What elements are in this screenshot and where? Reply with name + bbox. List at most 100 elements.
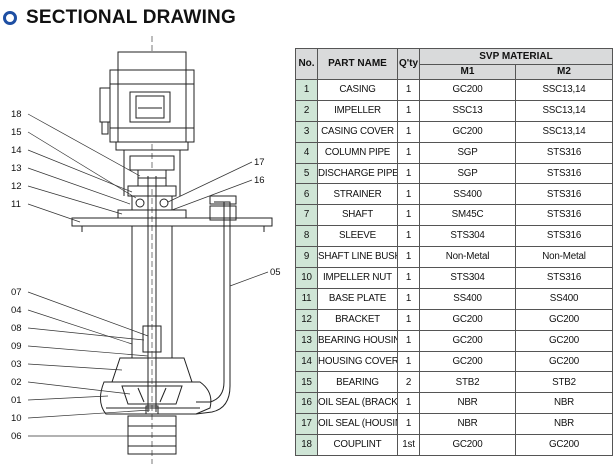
row-qty: 1 <box>397 329 420 352</box>
row-part: BEARING <box>317 371 398 394</box>
callout-06: 06 <box>11 431 22 442</box>
row-m1: NBR <box>419 392 516 415</box>
row-m2: SSC13,14 <box>515 120 613 143</box>
row-part: BASE PLATE <box>317 287 398 310</box>
row-no: 12 <box>295 308 318 331</box>
row-qty: 1 <box>397 141 420 164</box>
row-m1: SSC13 <box>419 99 516 122</box>
row-qty: 1 <box>397 308 420 331</box>
row-part: DISCHARGE PIPE <box>317 162 398 185</box>
row-m2: SS400 <box>515 287 613 310</box>
row-m2: STS316 <box>515 162 613 185</box>
row-part: SHAFT <box>317 204 398 227</box>
row-no: 2 <box>295 99 318 122</box>
row-part: STRAINER <box>317 183 398 206</box>
callout-01: 01 <box>11 395 22 406</box>
row-m1: SGP <box>419 162 516 185</box>
row-qty: 1st <box>397 434 420 457</box>
row-m2: Non-Metal <box>515 246 613 269</box>
row-qty: 2 <box>397 371 420 394</box>
row-qty: 1 <box>397 267 420 289</box>
row-m1: STB2 <box>419 371 516 394</box>
row-m2: STS316 <box>515 267 613 289</box>
row-qty: 1 <box>397 287 420 310</box>
row-m1: SS400 <box>419 183 516 206</box>
row-m2: NBR <box>515 413 613 436</box>
row-no: 17 <box>295 413 318 436</box>
row-m2: GC200 <box>515 350 613 373</box>
row-part: CASING <box>317 79 398 101</box>
row-m1: Non-Metal <box>419 246 516 269</box>
callout-07: 07 <box>11 287 22 298</box>
row-m1: SM45C <box>419 204 516 227</box>
row-part: COUPLINT <box>317 434 398 457</box>
row-m1: GC200 <box>419 79 516 101</box>
row-no: 1 <box>295 79 318 101</box>
row-m1: STS304 <box>419 225 516 248</box>
row-qty: 1 <box>397 413 420 436</box>
row-m2: STS316 <box>515 225 613 248</box>
callout-13: 13 <box>11 163 22 174</box>
row-part: HOUSING COVER <box>317 350 398 373</box>
row-m1: SS400 <box>419 287 516 310</box>
row-part: OIL SEAL (BRACKET <box>317 392 398 415</box>
header-qty: Q'ty <box>397 48 420 80</box>
circle-bullet-icon <box>3 11 17 25</box>
row-no: 16 <box>295 392 318 415</box>
callout-18: 18 <box>11 109 22 120</box>
callout-10: 10 <box>11 413 22 424</box>
row-m1: GC200 <box>419 308 516 331</box>
row-qty: 1 <box>397 392 420 415</box>
row-m1: GC200 <box>419 350 516 373</box>
row-qty: 1 <box>397 79 420 101</box>
row-part: IMPELLER <box>317 99 398 122</box>
row-m1: GC200 <box>419 120 516 143</box>
section-header: SECTIONAL DRAWING <box>0 5 236 31</box>
row-qty: 1 <box>397 246 420 269</box>
row-no: 11 <box>295 287 318 310</box>
callout-14: 14 <box>11 145 22 156</box>
row-part: SHAFT LINE BUSH <box>317 246 398 269</box>
row-qty: 1 <box>397 120 420 143</box>
row-m2: STS316 <box>515 183 613 206</box>
row-no: 14 <box>295 350 318 373</box>
row-qty: 1 <box>397 99 420 122</box>
row-m1: SGP <box>419 141 516 164</box>
header-no: No. <box>295 48 318 80</box>
row-qty: 1 <box>397 350 420 373</box>
callout-08: 08 <box>11 323 22 334</box>
header-m2: M2 <box>515 64 613 80</box>
row-part: IMPELLER NUT <box>317 267 398 289</box>
callout-05: 05 <box>270 267 281 278</box>
row-no: 8 <box>295 225 318 248</box>
row-part: BEARING HOUSING <box>317 329 398 352</box>
row-m2: GC200 <box>515 308 613 331</box>
row-part: SLEEVE <box>317 225 398 248</box>
row-m2: STS316 <box>515 141 613 164</box>
row-no: 7 <box>295 204 318 227</box>
callout-15: 15 <box>11 127 22 138</box>
callout-02: 02 <box>11 377 22 388</box>
callout-17: 17 <box>254 157 265 168</box>
header-material: SVP MATERIAL <box>419 48 613 65</box>
header-part-name: PART NAME <box>317 48 398 80</box>
row-no: 15 <box>295 371 318 394</box>
callout-12: 12 <box>11 181 22 192</box>
row-no: 4 <box>295 141 318 164</box>
row-no: 13 <box>295 329 318 352</box>
row-no: 10 <box>295 267 318 289</box>
row-part: COLUMN PIPE <box>317 141 398 164</box>
row-qty: 1 <box>397 183 420 206</box>
